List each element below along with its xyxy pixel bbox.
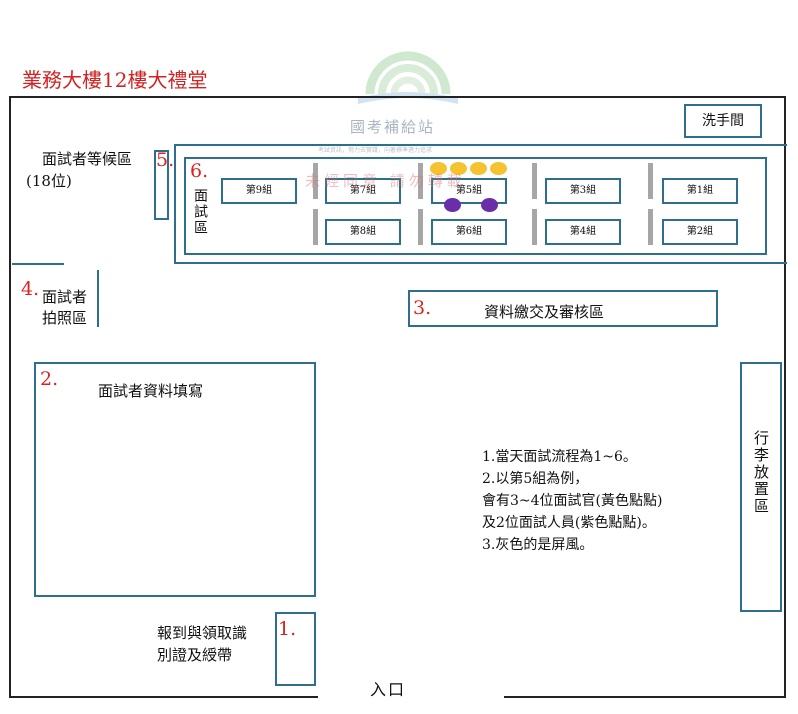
- form-filling-area: [34, 362, 316, 597]
- screen: [313, 209, 318, 245]
- screen: [418, 163, 423, 199]
- area-3-number: 3.: [413, 297, 432, 319]
- note-line: 及2位面試人員(紫色點點)。: [482, 515, 656, 531]
- screen: [648, 209, 653, 245]
- note-line: 會有3~4位面試官(黃色點點): [482, 493, 663, 509]
- notes: 1.當天面試流程為1~6。 2.以第5組為例， 會有3~4位面試官(黃色點點) …: [482, 446, 662, 556]
- examiner-dot: [490, 162, 507, 175]
- area-1-number: 1.: [278, 618, 297, 640]
- watermark-slogan: 考試資訊，努力去實踐，向著標準邁力追求: [318, 147, 433, 154]
- group-6: 第6組: [431, 219, 507, 245]
- checkin-label-2: 別證及綬帶: [157, 646, 233, 664]
- note-line: 3.灰色的是屏風。: [482, 537, 594, 553]
- submission-area-label: 資料繳交及審核區: [484, 303, 605, 321]
- interview-zone-outer: [174, 144, 787, 264]
- watermark-notice: 未經同意 請勿轉載: [305, 172, 466, 190]
- photo-area: [17, 270, 99, 327]
- page-title: 業務大樓12樓大禮堂: [22, 68, 208, 92]
- interviewer-dot: [481, 198, 498, 212]
- watermark-name: 國考補給站: [350, 118, 436, 136]
- group-7: 第7組: [325, 178, 401, 204]
- luggage-area: [740, 362, 782, 612]
- area-5-number: 5.: [156, 149, 175, 171]
- examiner-dot: [430, 162, 447, 175]
- waiting-area-label-1: 面試者等候區: [42, 150, 133, 168]
- note-line: 1.當天面試流程為1~6。: [482, 449, 637, 465]
- waiting-area-label-2: (18位): [26, 172, 72, 190]
- group-1: 第1組: [662, 178, 738, 204]
- watermark-logo-icon: [358, 51, 458, 104]
- entrance-gap: [318, 690, 504, 702]
- examiner-dot: [450, 162, 467, 175]
- examiner-dot: [470, 162, 487, 175]
- interviewer-dot: [444, 198, 461, 212]
- restroom-label: 洗手間: [702, 113, 744, 129]
- form-filling-area-label: 面試者資料填寫: [98, 382, 204, 400]
- submission-area: [408, 290, 718, 327]
- waiting-area-marker: [154, 150, 169, 220]
- screen: [418, 209, 423, 245]
- entrance-label: 入口: [370, 680, 407, 699]
- group-3: 第3組: [545, 178, 621, 204]
- group-8: 第8組: [325, 219, 401, 245]
- photo-area-label-1: 面試者: [42, 288, 88, 306]
- group-2: 第2組: [662, 219, 738, 245]
- area-4-number: 4.: [21, 278, 40, 300]
- photo-area-label-2: 拍照區: [42, 309, 88, 327]
- screen: [313, 163, 318, 199]
- luggage-area-label: 行李放置區: [752, 430, 770, 515]
- checkin-label-1: 報到與領取識: [157, 624, 248, 642]
- interview-zone-label: 面試區: [192, 188, 208, 236]
- note-line: 2.以第5組為例，: [482, 471, 589, 487]
- group-4: 第4組: [545, 219, 621, 245]
- checkin-area: [275, 612, 316, 686]
- area-2-number: 2.: [40, 368, 59, 390]
- wall-segment: [12, 263, 64, 265]
- screen: [648, 163, 653, 199]
- area-6-number: 6.: [190, 160, 209, 182]
- screen: [532, 209, 537, 245]
- group-9: 第9組: [221, 178, 297, 204]
- screen: [532, 163, 537, 199]
- restroom-box: 洗手間: [684, 104, 762, 138]
